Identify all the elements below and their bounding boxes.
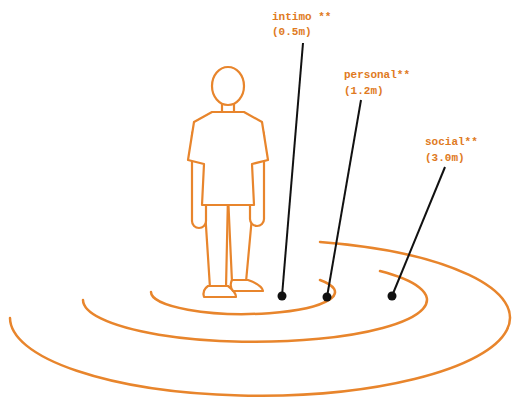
person-figure bbox=[188, 67, 268, 297]
leader-line bbox=[327, 100, 361, 297]
intimate-zone-arc bbox=[151, 280, 335, 314]
leader-dots bbox=[278, 292, 397, 302]
zone-label: social** bbox=[425, 136, 478, 149]
left-leg bbox=[204, 195, 228, 288]
leader-dot bbox=[388, 292, 397, 301]
leader-dot bbox=[323, 293, 332, 302]
zone-label: (1.2m) bbox=[344, 85, 384, 98]
head bbox=[212, 67, 244, 105]
leader-dot bbox=[278, 292, 287, 301]
leader-line bbox=[282, 43, 303, 296]
personal-zone-arc bbox=[83, 271, 427, 342]
zone-label: (3.0m) bbox=[425, 152, 465, 165]
zone-label: (0.5m) bbox=[272, 26, 312, 39]
leader-line bbox=[392, 167, 445, 296]
social-zone-arc bbox=[10, 242, 510, 396]
zone-label: personal** bbox=[344, 69, 410, 82]
right-shoe bbox=[231, 280, 263, 291]
leader-lines bbox=[282, 43, 445, 297]
zone-label: intimo ** bbox=[272, 11, 331, 24]
t-shirt bbox=[188, 112, 268, 205]
